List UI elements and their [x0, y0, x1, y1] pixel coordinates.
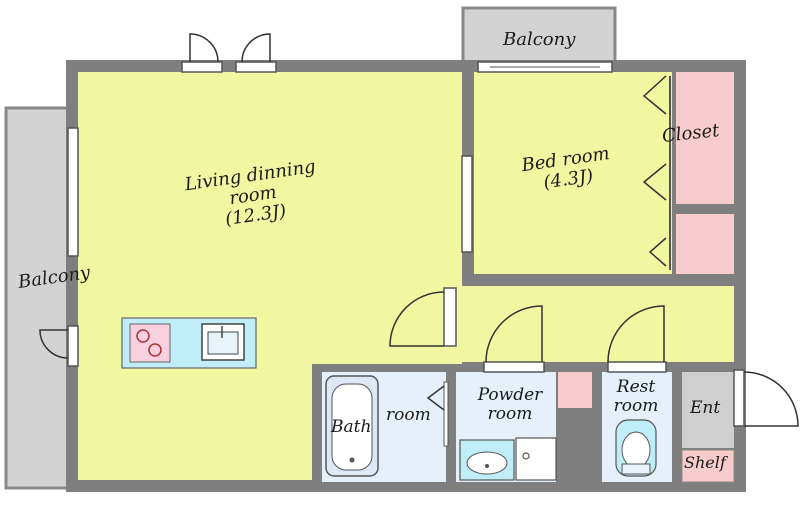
powder-room-label: Powder room	[468, 386, 552, 423]
entrance-door	[733, 369, 745, 427]
powder-label-line2: room	[487, 403, 533, 424]
window-top-left	[181, 61, 223, 73]
balcony-top	[461, 6, 617, 70]
washer-drain-icon	[515, 437, 557, 481]
restroom-door-swing	[607, 305, 665, 363]
powder-door-swing	[485, 305, 543, 363]
powder-door	[483, 361, 545, 373]
powder-label-line1: Powder	[477, 385, 543, 405]
washbasin-icon	[459, 439, 515, 481]
closet-upper	[676, 72, 734, 204]
bedroom-floor	[474, 72, 672, 274]
entrance-door-swing	[743, 371, 799, 427]
bathtub-icon	[325, 375, 379, 477]
hall-door	[443, 287, 457, 347]
window-swing-right	[241, 33, 271, 63]
toilet-icon	[615, 419, 657, 477]
balcony-top-label: Balcony	[503, 29, 576, 50]
kitchen-counter-icon	[121, 317, 257, 369]
entrance-label: Ent	[690, 398, 721, 418]
bath-label: Bath	[331, 417, 372, 437]
rest-room-label: Rest room	[604, 378, 668, 415]
balcony-left	[4, 106, 74, 490]
restroom-door	[607, 361, 667, 373]
window-left-upper	[67, 127, 79, 257]
rest-label-line1: Rest	[616, 377, 656, 397]
entrance-floor	[682, 372, 734, 448]
window-swing-left	[189, 33, 219, 63]
window-top-right	[235, 61, 277, 73]
door-swing-left	[39, 329, 69, 359]
partition-window	[461, 155, 473, 253]
hallway-floor	[456, 286, 734, 362]
shelf	[681, 449, 735, 483]
window-left-lower	[67, 325, 79, 367]
closet-lower	[676, 214, 734, 274]
bath-fold-door	[426, 385, 445, 411]
hall-door-swing	[389, 291, 445, 347]
rest-label-line2: room	[613, 395, 659, 416]
living-dining-floor	[78, 72, 462, 480]
closet-fold-door-1	[642, 75, 667, 115]
bath-room-label: room	[386, 405, 431, 425]
closet-fold-door-2	[642, 163, 667, 201]
powder-cabinet	[558, 372, 592, 408]
closet-fold-door-3	[648, 237, 667, 267]
shelf-label: Shelf	[684, 453, 726, 472]
